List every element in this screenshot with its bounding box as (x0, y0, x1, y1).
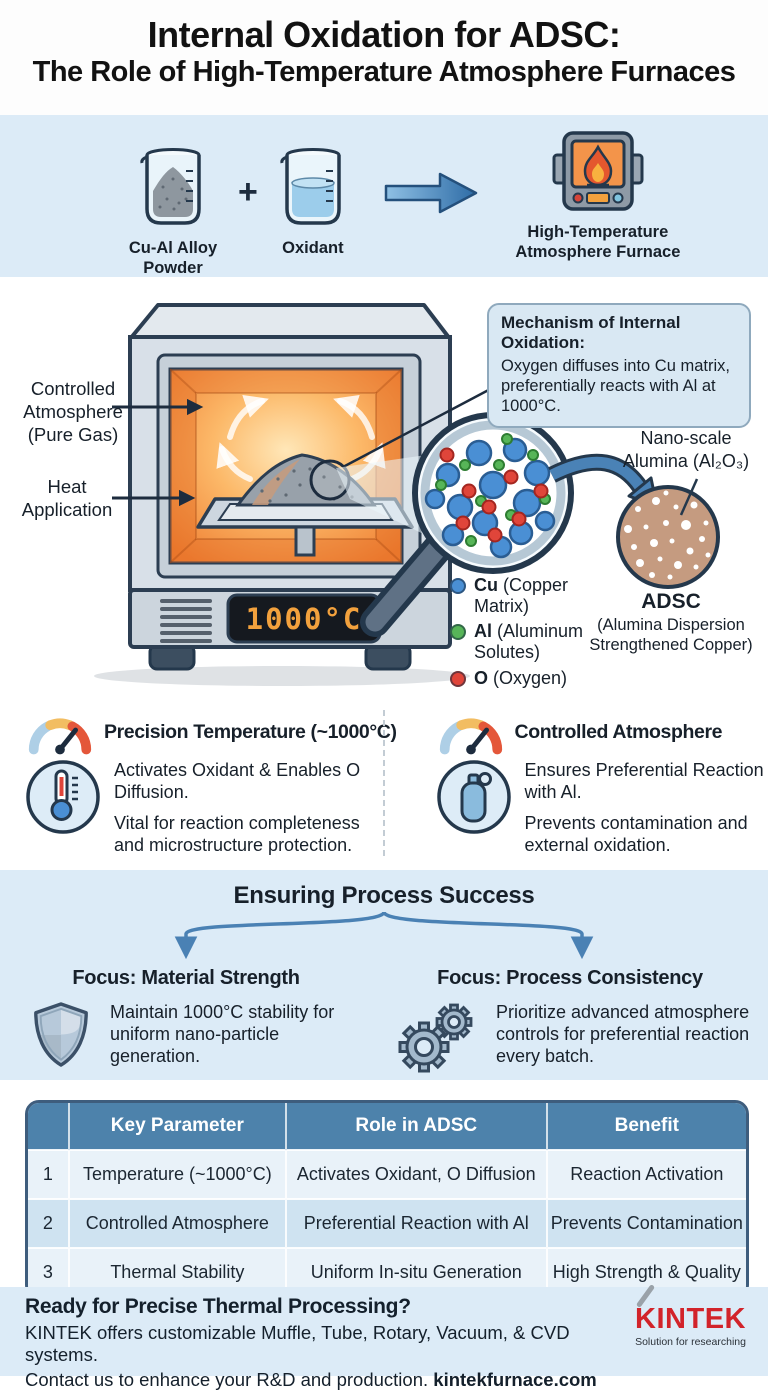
table-row: 1 Temperature (~1000°C) Activates Oxidan… (28, 1149, 746, 1199)
mechanism-callout: Mechanism of Internal Oxidation: Oxygen … (487, 303, 751, 429)
legend-name: (Copper Matrix) (474, 575, 569, 616)
feature-point: Ensures Preferential Reaction with Al. (524, 760, 764, 802)
cell-parameter: Temperature (~1000°C) (67, 1149, 286, 1199)
o-dot-icon (450, 670, 466, 687)
footer-line2: Contact us to enhance your R&D and produ… (25, 1369, 635, 1391)
o-particles (439, 447, 549, 543)
focus-text: Maintain 1000°C stability for uniform na… (110, 1002, 335, 1066)
heat-label: Heat Application (21, 476, 113, 521)
branch-material-strength: Focus: Material Strength Maintain 1000°C… (0, 967, 372, 1074)
gauge-icon (28, 718, 92, 755)
flow-input1-label: Cu-Al Alloy Powder (128, 239, 218, 277)
cell-index: 1 (28, 1149, 69, 1199)
column-header-benefit: Benefit (545, 1103, 746, 1150)
adsc-label: ADSC (Alumina Dispersion Strengthened Co… (583, 590, 759, 656)
feature-temperature: Precision Temperature (~1000°C) Activate… (0, 700, 403, 870)
parameters-table: Key Parameter Role in ADSC Benefit 1 Tem… (25, 1100, 749, 1299)
particle-legend: Cu (Copper Matrix) Al (Aluminum Solutes)… (450, 575, 610, 688)
legend-name: (Aluminum Solutes) (474, 621, 584, 663)
cell-role: Activates Oxidant, O Diffusion (284, 1149, 547, 1199)
thermometer-icon (26, 760, 100, 834)
header: Internal Oxidation for ADSC: The Role of… (0, 0, 768, 115)
logo-tagline: Solution for researching (635, 1336, 746, 1348)
column-header-index (28, 1103, 69, 1150)
legend-item-o: O (Oxygen) (450, 668, 610, 689)
focus-title: Focus: Process Consistency (437, 967, 703, 989)
column-header-role: Role in ADSC (284, 1103, 547, 1150)
parameters-table-section: Key Parameter Role in ADSC Benefit 1 Tem… (0, 1080, 768, 1299)
legend-symbol: O (474, 667, 489, 688)
feature-point: Prevents contamination and external oxid… (524, 812, 748, 855)
process-heading: Ensuring Process Success (233, 882, 535, 909)
key-features: Precision Temperature (~1000°C) Activate… (0, 700, 768, 870)
process-success-section: Ensuring Process Success Focus: Material… (0, 870, 768, 1080)
footer-line2-text: Contact us to enhance your R&D and produ… (25, 1369, 434, 1391)
nano-pointer-line (679, 478, 699, 516)
callout-connector-line (342, 383, 499, 469)
focus-title: Focus: Material Strength (72, 967, 300, 989)
feature-atmosphere: Controlled Atmosphere Ensures Preferenti… (403, 700, 768, 870)
beaker-powder-icon (140, 148, 201, 225)
furnace-icon (552, 131, 644, 211)
cell-benefit: Prevents Contamination (545, 1198, 746, 1248)
mechanism-body: Oxygen diffuses into Cu matrix, preferen… (501, 356, 730, 416)
gas-cylinder-icon (436, 760, 511, 834)
feature-title: Controlled Atmosphere (514, 720, 723, 743)
legend-item-al: Al (Aluminum Solutes) (450, 621, 610, 662)
adsc-abbr: ADSC (641, 590, 701, 613)
beaker-liquid-icon (280, 148, 341, 225)
table-row: 2 Controlled Atmosphere Preferential Rea… (28, 1198, 746, 1248)
cell-role: Preferential Reaction with Al (284, 1198, 547, 1248)
branch-process-consistency: Focus: Process Consistency (372, 967, 768, 1074)
atmosphere-label: Controlled Atmosphere (Pure Gas) (23, 378, 123, 446)
feature-point: Vital for reaction completeness and micr… (114, 812, 360, 855)
legend-name: (Oxygen) (493, 667, 568, 688)
logo-text: KINTEK (635, 1303, 746, 1335)
plus-icon: + (238, 173, 258, 211)
feature-title: Precision Temperature (~1000°C) (104, 720, 397, 743)
cell-benefit: Reaction Activation (545, 1149, 746, 1199)
legend-symbol: Al (474, 621, 492, 642)
furnace-illustration: 1000°C (94, 303, 720, 686)
table-header-row: Key Parameter Role in ADSC Benefit (28, 1103, 746, 1150)
flow-input-powder: Cu-Al Alloy Powder (118, 143, 228, 279)
cu-particles (424, 437, 556, 559)
legend-symbol: Cu (474, 575, 498, 595)
footer-line1: KINTEK offers customizable Muffle, Tube,… (25, 1322, 570, 1366)
furnace-shadow (94, 666, 470, 686)
footer-headline: Ready for Precise Thermal Processing? (25, 1295, 411, 1318)
flow-output-furnace: High-Temperature Atmosphere Furnace (510, 127, 686, 263)
flow-input2-label: Oxidant (282, 239, 344, 257)
focus-text: Prioritize advanced atmosphere controls … (496, 1002, 750, 1066)
feature-point: Activates Oxidant & Enables O Diffusion. (114, 760, 361, 802)
kintek-logo: KINTEK Solution for researching (635, 1284, 768, 1376)
cell-index: 2 (28, 1198, 69, 1248)
footer: Ready for Precise Thermal Processing? KI… (0, 1284, 768, 1390)
mechanism-title: Mechanism of Internal Oxidation: (501, 313, 681, 353)
furnace-scene: 1000°C (0, 277, 768, 700)
nano-alumina-label: Nano-scale Alumina (Al₂O₃) (622, 428, 750, 471)
flow-output-label: High-Temperature Atmosphere Furnace (515, 223, 681, 261)
furnace-body: 1000°C (128, 303, 452, 671)
magnifier-icon (360, 412, 574, 637)
gears-icon (398, 1003, 473, 1073)
arrow-right-icon (384, 172, 478, 214)
branch-arrows (174, 910, 594, 960)
adsc-sample-icon (616, 478, 720, 589)
process-flow-band: Cu-Al Alloy Powder + Oxidant H (0, 115, 768, 277)
page-title-line1: Internal Oxidation for ADSC: (147, 14, 621, 55)
temperature-display-value: 1000°C (246, 602, 363, 636)
gauge-icon (439, 718, 502, 755)
legend-item-cu: Cu (Copper Matrix) (450, 575, 610, 616)
adsc-full-name: (Alumina Dispersion Strengthened Copper) (589, 616, 753, 654)
al-dot-icon (450, 624, 466, 641)
cell-parameter: Controlled Atmosphere (67, 1198, 286, 1248)
footer-website: kintekfurnace.com (433, 1369, 597, 1391)
page-title-line2: The Role of High-Temperature Atmosphere … (32, 56, 736, 89)
cu-dot-icon (450, 578, 466, 594)
divider (383, 710, 385, 856)
flow-input-oxidant: Oxidant (268, 143, 358, 259)
column-header-parameter: Key Parameter (67, 1103, 286, 1150)
shield-icon (34, 1002, 88, 1067)
